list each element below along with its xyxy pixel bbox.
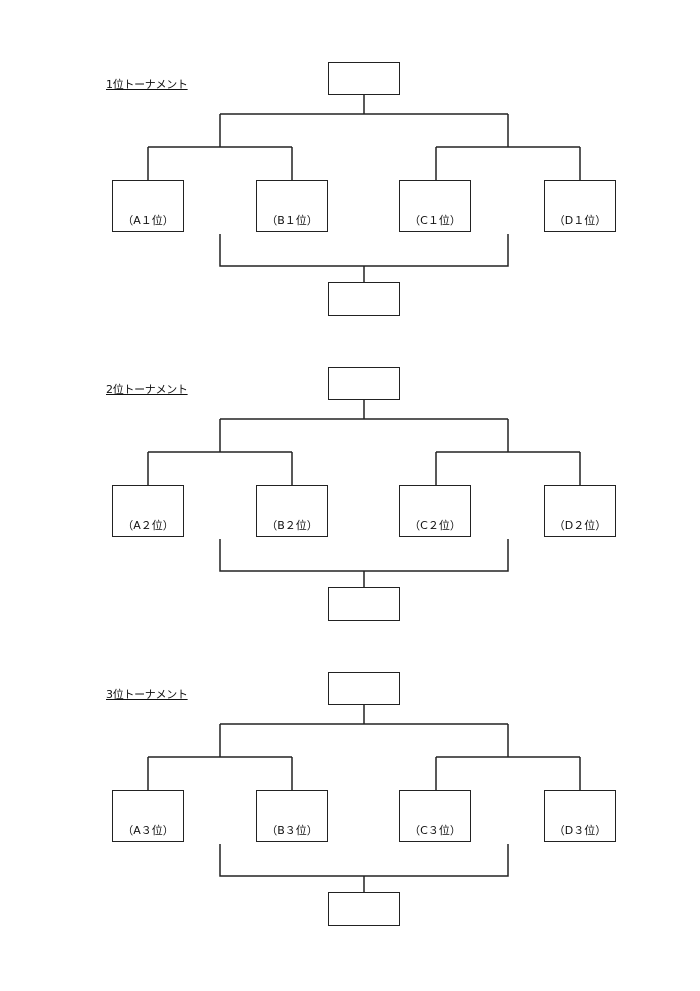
team-label: （D３位） bbox=[553, 824, 607, 837]
bracket-lines bbox=[147, 705, 581, 892]
team-box-b: （B２位） bbox=[256, 485, 328, 537]
third-place-box bbox=[328, 892, 400, 926]
team-label: （C３位） bbox=[409, 824, 461, 837]
winner-connector bbox=[147, 95, 581, 180]
winner-connector bbox=[147, 400, 581, 485]
tournament-title: 1位トーナメント bbox=[106, 78, 188, 91]
team-box-c: （C２位） bbox=[399, 485, 471, 537]
third-place-connector bbox=[219, 234, 509, 282]
team-label: （A３位） bbox=[122, 824, 174, 837]
bracket-lines bbox=[147, 95, 581, 282]
team-label: （D１位） bbox=[553, 214, 607, 227]
winner-connector bbox=[147, 705, 581, 790]
team-box-a: （A１位） bbox=[112, 180, 184, 232]
team-box-b: （B３位） bbox=[256, 790, 328, 842]
team-label: （B１位） bbox=[266, 214, 318, 227]
final-winner-box bbox=[328, 672, 400, 705]
team-label: （B３位） bbox=[266, 824, 318, 837]
team-label: （C２位） bbox=[409, 519, 461, 532]
team-label: （D２位） bbox=[553, 519, 607, 532]
final-winner-box bbox=[328, 367, 400, 400]
team-label: （A２位） bbox=[122, 519, 174, 532]
team-box-a: （A２位） bbox=[112, 485, 184, 537]
bracket-lines bbox=[147, 400, 581, 587]
team-label: （C１位） bbox=[409, 214, 461, 227]
tournament-title: 3位トーナメント bbox=[106, 688, 188, 701]
team-box-c: （C１位） bbox=[399, 180, 471, 232]
team-label: （A１位） bbox=[122, 214, 174, 227]
tournament-bracket-2: 2位トーナメント （A２位） （B２位） （C２位） （D２位） bbox=[0, 367, 700, 637]
third-place-box bbox=[328, 587, 400, 621]
team-label: （B２位） bbox=[266, 519, 318, 532]
third-place-connector bbox=[219, 844, 509, 892]
team-box-b: （B１位） bbox=[256, 180, 328, 232]
team-box-c: （C３位） bbox=[399, 790, 471, 842]
tournament-bracket-3: 3位トーナメント （A３位） （B３位） （C３位） （D３位） bbox=[0, 672, 700, 942]
tournament-bracket-1: 1位トーナメント （A１位） （B１位） （C１位） （D１位） bbox=[0, 62, 700, 332]
team-box-d: （D３位） bbox=[544, 790, 616, 842]
team-box-d: （D２位） bbox=[544, 485, 616, 537]
third-place-box bbox=[328, 282, 400, 316]
tournament-title: 2位トーナメント bbox=[106, 383, 188, 396]
third-place-connector bbox=[219, 539, 509, 587]
final-winner-box bbox=[328, 62, 400, 95]
team-box-a: （A３位） bbox=[112, 790, 184, 842]
team-box-d: （D１位） bbox=[544, 180, 616, 232]
